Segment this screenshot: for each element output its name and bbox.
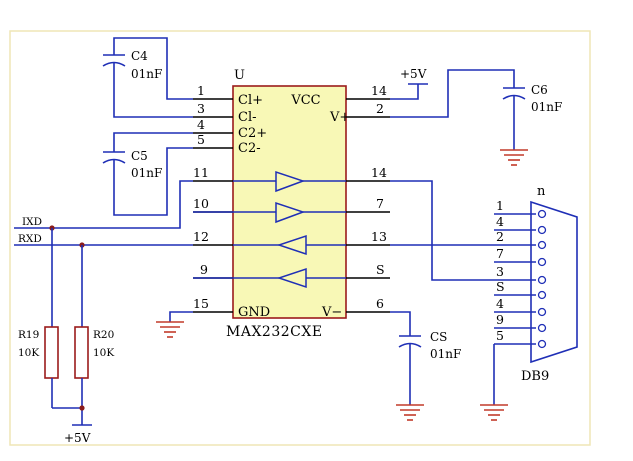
pin-name-c2m: C2- [238, 141, 261, 156]
pin-number-9: 9 [200, 262, 208, 277]
db9-pin-2-label: 2 [496, 229, 504, 244]
db9-pin-7-label: 7 [496, 246, 504, 261]
db9-pin-4b: 4 [494, 296, 547, 317]
c5-ref: C5 [131, 149, 148, 163]
db9-pin-1: 1 [494, 198, 547, 219]
c6-ref: C6 [531, 83, 548, 97]
pin-name-vcc: VCC [290, 93, 320, 108]
c4-ref: C4 [131, 49, 148, 63]
ic-part-number: MAX232CXE [226, 324, 323, 340]
db9-pin-2: 2 [494, 229, 547, 250]
ic-body [232, 85, 347, 319]
pin-number-r13: 13 [371, 229, 387, 244]
db9-top-label: n [537, 184, 546, 199]
wire-vminus-cs [390, 311, 411, 336]
db9-pin-5: 5 [494, 328, 547, 349]
pin-number-1: 1 [197, 83, 205, 98]
db9-pin-s: S [494, 279, 547, 300]
wire-c5-top [113, 132, 193, 152]
pin-name-gnd: GND [238, 305, 270, 320]
ground-symbol-ic [156, 321, 184, 338]
cap-c4-plate-bottom [102, 61, 126, 67]
vcc-label: +5V [400, 67, 427, 81]
cap-cs-plate-bottom [398, 342, 422, 348]
c5-value: 01nF [131, 166, 162, 180]
sheet-frame [9, 30, 591, 446]
db9-pin-7: 7 [494, 246, 547, 267]
db9-pin-4: 4 [494, 214, 547, 235]
ic-designator: U [234, 68, 245, 83]
cap-c6-plate-bottom [502, 94, 526, 100]
pin-number-r6: 6 [376, 296, 384, 311]
wire-c4-top [113, 37, 193, 100]
cs-value: 01nF [430, 347, 461, 361]
c4-value: 01nF [131, 67, 162, 81]
r19-ref: R19 [18, 329, 39, 341]
db9-pin-3-label: 3 [496, 264, 504, 279]
wire-t1out-db9 [390, 180, 494, 281]
db9-pin-1-label: 1 [496, 198, 504, 213]
db9-pin-9: 9 [494, 312, 547, 333]
resistor-r20 [74, 326, 89, 379]
db9-pin-4-label: 4 [496, 214, 504, 229]
cs-ref: CS [430, 330, 447, 344]
db9-shell [530, 200, 578, 364]
r19-value: 10K [18, 347, 39, 359]
wire-gnd-pin15 [169, 311, 193, 322]
pin-number-4: 4 [197, 117, 205, 132]
pin-number-r14: 14 [371, 83, 387, 98]
pin-name-c1p: Cl+ [238, 93, 263, 108]
wire-c4-bottom [113, 63, 193, 118]
pin-number-rs: S [376, 262, 385, 277]
pin-name-vminus: V− [321, 305, 342, 320]
junction-pullup [79, 405, 85, 411]
db9-pin-s-label: S [496, 279, 505, 294]
net-label-txd: IXD [22, 216, 42, 228]
db9-pin-5-label: 5 [496, 328, 504, 343]
pin-number-11: 11 [193, 165, 209, 180]
ground-symbol-c6 [500, 149, 528, 166]
c6-value: 01nF [531, 100, 562, 114]
ground-symbol-db9 [480, 404, 508, 421]
pin-number-10: 10 [193, 196, 209, 211]
db9-pin-3: 3 [494, 264, 547, 285]
wire-vplus-c6 [390, 69, 515, 118]
pin-number-r2: 2 [376, 101, 384, 116]
pin-number-r14b: 14 [371, 165, 387, 180]
db9-ref: DB9 [521, 369, 549, 384]
wire-pin11-txd [52, 180, 193, 229]
net-label-rxd: RXD [18, 233, 42, 245]
pin-number-r7: 7 [376, 196, 384, 211]
r20-ref: R20 [93, 329, 114, 341]
cap-c5-plate-bottom [102, 158, 126, 164]
db9-pin-4b-label: 4 [496, 296, 504, 311]
r20-value: 10K [93, 347, 114, 359]
pin-name-vplus: V+ [329, 110, 350, 125]
pin-name-c2p: C2+ [238, 126, 267, 141]
pullup-label: +5V [64, 431, 91, 445]
ground-symbol-cs [396, 404, 424, 421]
db9-pin-9-label: 9 [496, 312, 504, 327]
pin-number-15: 15 [193, 296, 209, 311]
resistor-r19 [44, 326, 59, 379]
wire-c5-bottom [113, 147, 193, 216]
pin-number-12: 12 [193, 229, 209, 244]
pin-name-c1m: Cl- [238, 110, 257, 125]
wire-vcc [390, 84, 419, 100]
pin-number-3: 3 [197, 101, 205, 116]
pin-number-5: 5 [197, 132, 205, 147]
